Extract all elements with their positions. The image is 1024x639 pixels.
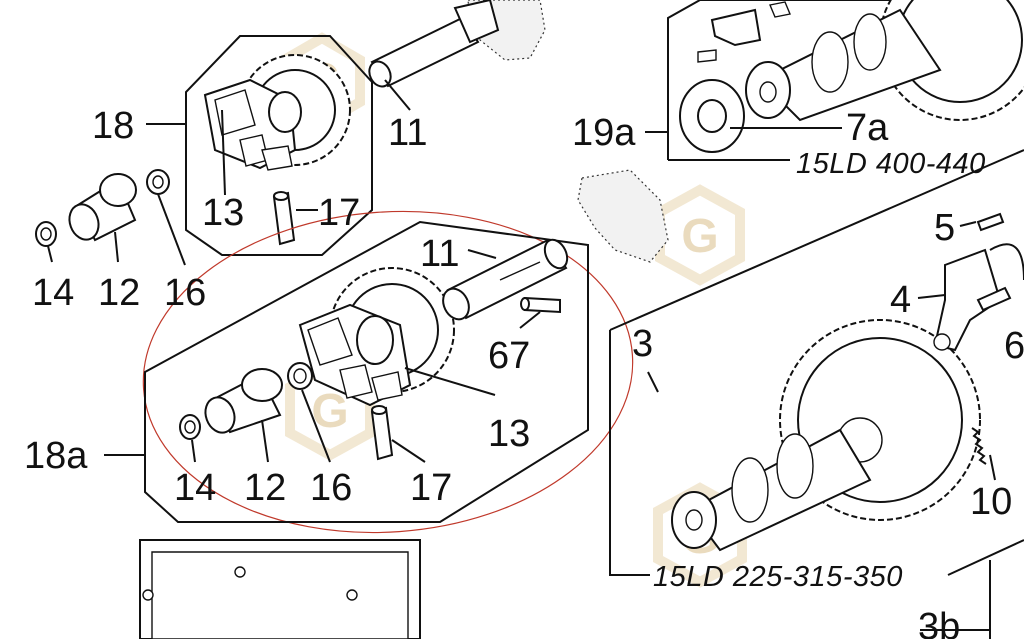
assembly-3-frame: [609, 149, 1024, 331]
label-67: 67: [488, 335, 530, 377]
label-14-mid: 14: [174, 467, 216, 509]
leader-11-mid: [467, 249, 497, 259]
watermark-center-icon: G: [655, 184, 745, 286]
model-label-upper: 15LD 400-440: [796, 148, 986, 180]
camshaft-top: [745, 0, 1024, 122]
camshaft-lower: [671, 428, 872, 552]
leader-12-mid: [261, 419, 269, 463]
highlight-ellipse: [142, 210, 634, 534]
crankcase-fragment-center: [577, 169, 669, 263]
bracket-top-right: [697, 1, 791, 63]
label-14-left: 14: [32, 272, 74, 314]
label-18: 18: [92, 105, 134, 147]
pin-17-top: [272, 191, 296, 246]
washer-16-mid: [287, 362, 313, 390]
leader-67: [519, 311, 541, 329]
leader-13-top: [221, 109, 226, 196]
leader-16-left: [157, 193, 186, 266]
gasket-bottom-left: [139, 539, 421, 639]
leader-3: [647, 371, 659, 393]
label-13-top: 13: [202, 192, 244, 234]
pin-67: [520, 296, 561, 314]
label-6: 6: [1004, 325, 1024, 367]
nut-14-left: [35, 221, 57, 247]
frame-3-left: [609, 330, 650, 576]
bushing-12-mid: [204, 368, 283, 434]
governor-gear-mid: [298, 267, 455, 407]
leader-14-left: [47, 245, 53, 263]
governor-gear-top: [203, 54, 351, 171]
shaft-11-top: [368, 0, 500, 88]
pin-6: [976, 286, 1012, 312]
leader-12-left: [114, 231, 119, 263]
leader-11-top: [384, 79, 411, 111]
leader-13-mid: [404, 367, 496, 396]
label-18a: 18a: [24, 435, 88, 477]
label-4: 4: [890, 279, 911, 321]
label-19a: 19a: [572, 112, 636, 154]
label-17-top: 17: [318, 192, 360, 234]
label-7a: 7a: [846, 107, 889, 149]
label-12-left: 12: [98, 272, 140, 314]
label-13-mid: 13: [488, 413, 530, 455]
label-17-mid: 17: [410, 467, 452, 509]
pin-5: [976, 212, 1005, 232]
label-5: 5: [934, 207, 955, 249]
shaft-11-mid: [442, 238, 569, 321]
model-label-lower: 15LD 225-315-350: [653, 561, 903, 593]
label-11-mid: 11: [420, 233, 459, 275]
label-3: 3: [632, 323, 653, 365]
label-10: 10: [970, 481, 1012, 523]
leader-17-mid: [391, 439, 426, 463]
assembly-18-frame: [185, 35, 373, 256]
spring-10: [971, 427, 987, 465]
label-16-left: 16: [164, 272, 206, 314]
leader-10: [989, 454, 996, 481]
label-16-mid: 16: [310, 467, 352, 509]
washer-7a: [679, 79, 745, 153]
leader-14-mid: [191, 439, 196, 463]
label-12-mid: 12: [244, 467, 286, 509]
washer-16-left: [146, 169, 170, 195]
frame-3-bottom: [947, 539, 1024, 576]
leader-4: [917, 294, 946, 299]
label-11-top: 11: [388, 112, 427, 154]
pin-17-mid: [370, 405, 394, 461]
svg-text:G: G: [681, 210, 718, 263]
assembly-19a-frame: [667, 0, 1024, 160]
leader-5: [959, 221, 977, 227]
bushing-12-left: [68, 173, 137, 242]
assembly-18a-frame: [144, 220, 589, 523]
leader-16-mid: [301, 389, 331, 463]
label-3b: 3b: [918, 606, 960, 639]
nut-14-mid: [179, 414, 201, 440]
